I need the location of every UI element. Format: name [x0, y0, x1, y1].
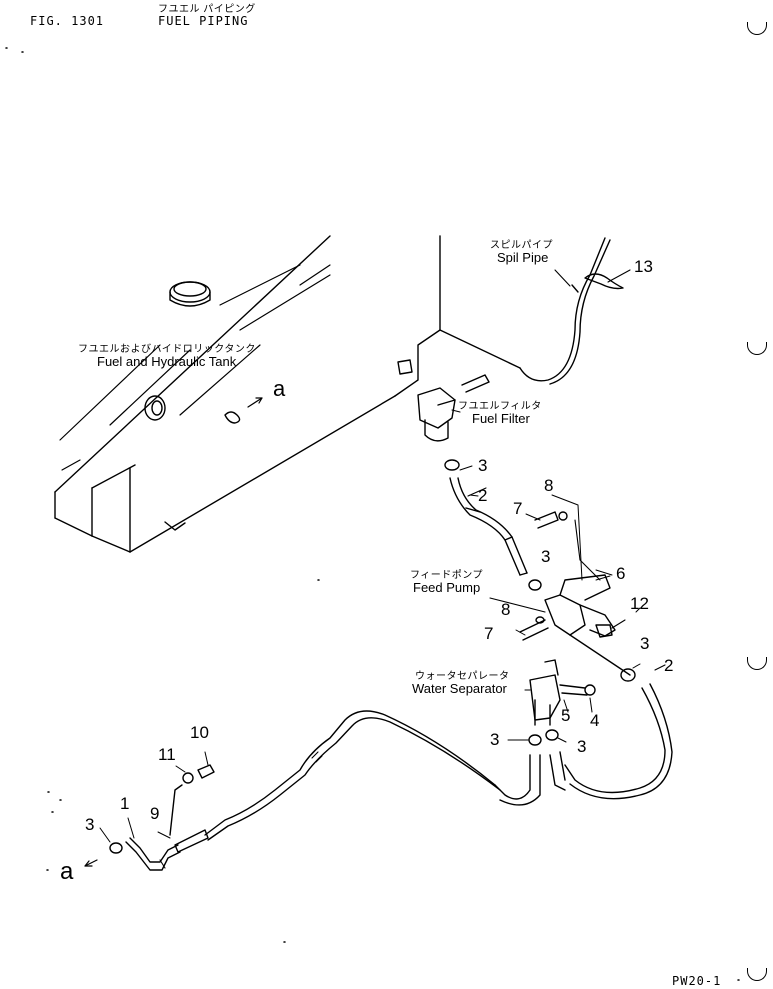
upper-hose — [444, 459, 528, 576]
feed-pump — [489, 511, 631, 676]
leader-lines — [99, 465, 641, 843]
callout-8-lower: 8 — [501, 600, 511, 619]
callout-7-lower: 7 — [484, 624, 494, 643]
fuel-filter-label-jp: フユエルフィルタ — [458, 401, 542, 412]
callout-2-upper: 2 — [478, 486, 488, 505]
callout-3-left: 3 — [85, 815, 95, 834]
callout-13: 13 — [634, 257, 653, 276]
spill-pipe-label: Spil Pipe — [497, 250, 549, 265]
tank-label-jp: フユエルおよびハイドロリックタンク — [78, 344, 256, 355]
reference-a-bottom: a — [60, 858, 74, 885]
lower-pipe-assembly — [84, 764, 215, 871]
fuel-hydraulic-tank — [54, 235, 521, 553]
feed-pump-label-jp: フィードポンプ — [410, 570, 483, 581]
specks — [5, 47, 740, 981]
callout-8-upper: 8 — [544, 476, 554, 495]
callout-3-pump: 3 — [541, 547, 551, 566]
callout-5: 5 — [561, 706, 571, 725]
callout-3-filter: 3 — [478, 456, 488, 475]
callout-1: 1 — [120, 794, 130, 813]
callout-3-separator-left: 3 — [490, 730, 500, 749]
title-japanese: フユエル パイピング — [158, 4, 256, 15]
callout-10: 10 — [190, 723, 209, 742]
fuel-filter-label: Fuel Filter — [472, 411, 530, 426]
callout-3-separator-right: 3 — [577, 737, 587, 756]
callout-6: 6 — [616, 564, 626, 583]
callout-12: 12 — [630, 594, 649, 613]
reference-a-top: a — [273, 376, 286, 401]
fuel-filter — [417, 374, 490, 442]
figure-number: FIG. 1301 — [30, 14, 105, 28]
delivery-line — [204, 710, 501, 841]
water-separator-label: Water Separator — [412, 681, 507, 696]
callout-2-right: 2 — [664, 656, 674, 675]
page-code: PW20-1 — [672, 974, 722, 988]
spill-pipe-label-jp: スピルパイプ — [490, 240, 553, 251]
water-separator-label-jp: ウォータセパレータ — [415, 671, 510, 682]
callout-4: 4 — [590, 711, 600, 730]
callout-3-right: 3 — [640, 634, 650, 653]
tank-label: Fuel and Hydraulic Tank — [97, 354, 237, 369]
page-title: FUEL PIPING — [158, 14, 249, 28]
spill-pipe — [519, 237, 631, 385]
right-hose — [564, 664, 673, 800]
callout-11: 11 — [158, 745, 176, 764]
feed-pump-label: Feed Pump — [413, 580, 481, 595]
water-separator — [494, 659, 596, 806]
callout-9: 9 — [150, 804, 160, 823]
callout-7-upper: 7 — [513, 499, 523, 518]
